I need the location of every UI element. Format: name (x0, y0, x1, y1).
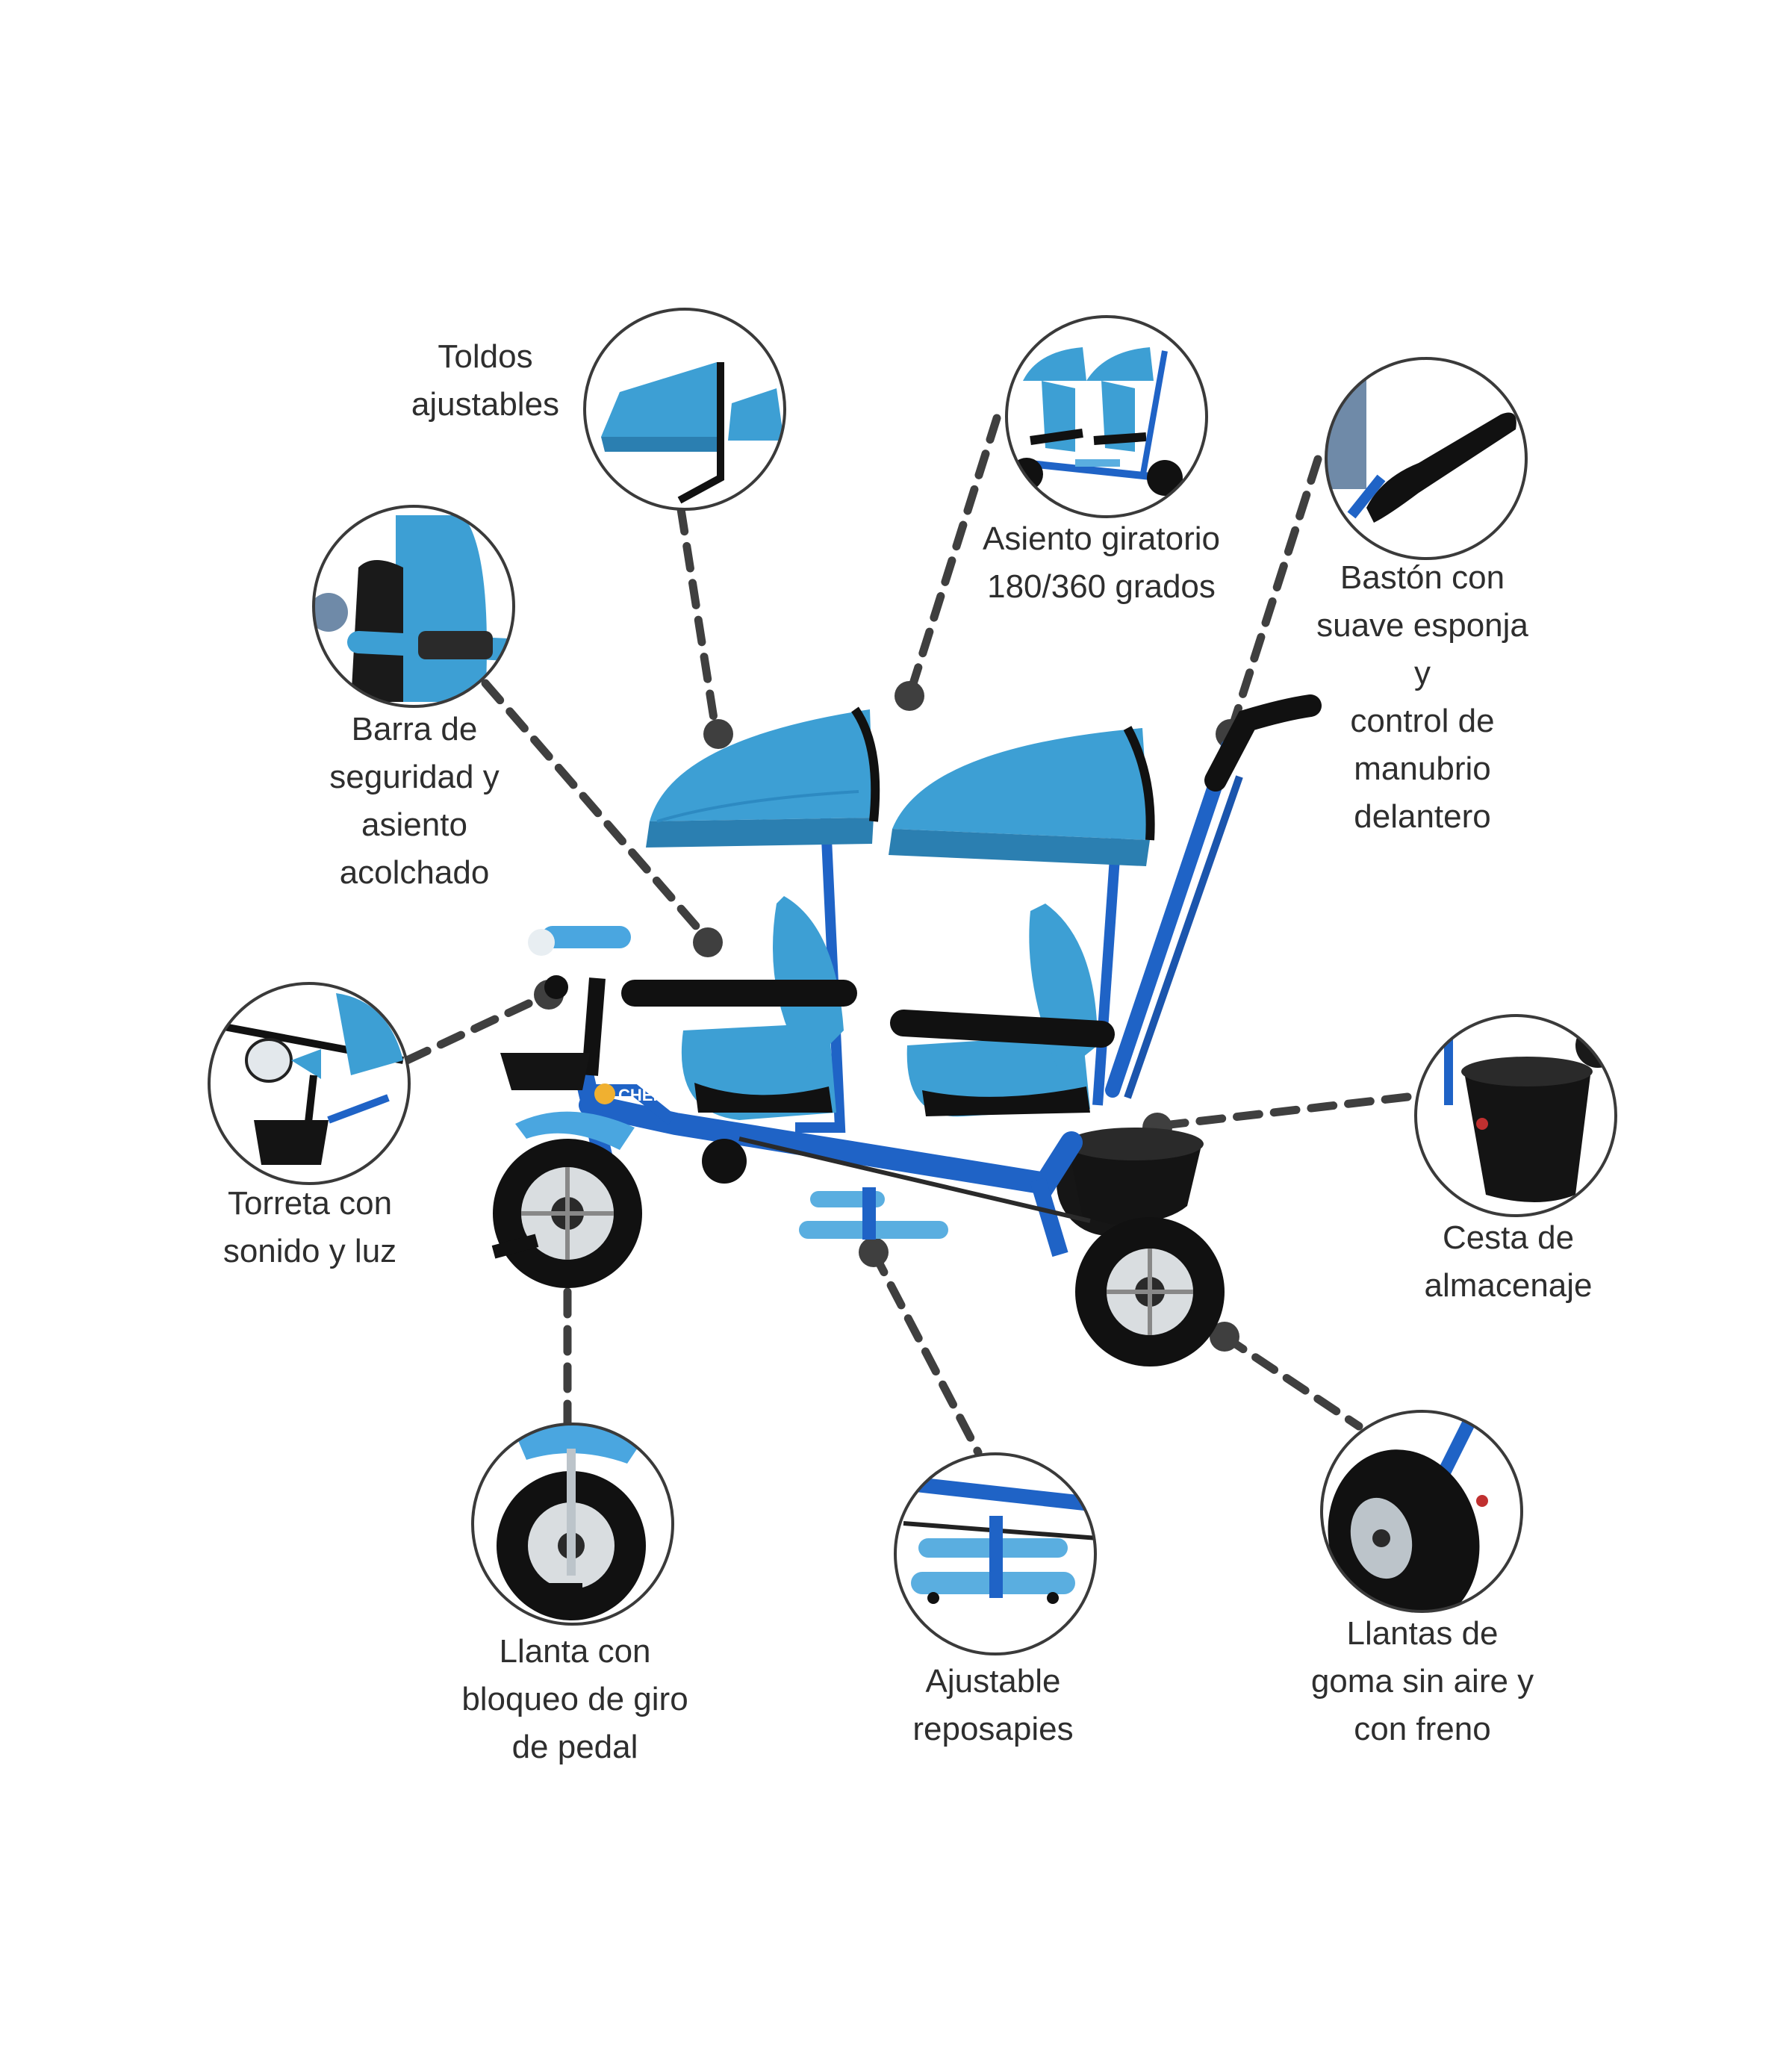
label-asiento-giratorio: Asiento giratorio 180/360 grados (937, 515, 1266, 611)
label-baston: Bastón con suave esponja y control de ma… (1273, 554, 1572, 841)
label-line: con freno (1354, 1711, 1491, 1747)
label-line: sonido y luz (223, 1233, 397, 1269)
label-line: goma sin aire y (1310, 1663, 1534, 1700)
seat1-canopy (650, 709, 874, 821)
rear-basket (1068, 1142, 1202, 1225)
seat2-safety-bar (890, 1010, 1115, 1048)
label-line: control de (1350, 703, 1495, 739)
label-line: de pedal (511, 1729, 638, 1765)
label-line: delantero (1354, 798, 1491, 835)
label-line: suave esponja (1316, 607, 1528, 644)
label-line: y (1414, 655, 1431, 691)
label-line: reposapies (912, 1711, 1074, 1747)
label-torreta: Torreta con sonido y luz (190, 1180, 429, 1275)
label-line: bloqueo de giro (461, 1681, 688, 1717)
push-handle-foam (1204, 694, 1322, 792)
connector-llantas-goma (1220, 1332, 1363, 1431)
front-basket (500, 1053, 590, 1090)
safety-bar-closeup-icon (314, 506, 514, 706)
canopy-closeup-icon (585, 309, 785, 509)
main-tricycle: CHEMI (491, 694, 1322, 1366)
label-cesta: Cesta de almacenaje (1381, 1214, 1635, 1310)
label-line: Llantas de (1346, 1615, 1499, 1652)
label-line: acolchado (339, 854, 490, 891)
label-barra: Barra de seguridad y asiento acolchado (295, 706, 534, 897)
footrest-closeup-icon (895, 1454, 1095, 1654)
basket-closeup-icon (1416, 1016, 1616, 1216)
push-handle-bar (1105, 739, 1236, 1098)
dot-barra (693, 927, 723, 957)
dot-toldos (703, 719, 733, 749)
connector-reposapies (869, 1248, 983, 1457)
label-line: ajustables (411, 386, 560, 423)
label-llanta-bloqueo: Llanta con bloqueo de giro de pedal (418, 1628, 732, 1771)
brand-badge: CHEMI (618, 1086, 671, 1104)
rear-wheel-closeup-icon (1322, 1411, 1522, 1611)
label-toldos: Toldos ajustables (388, 333, 582, 429)
front-fender (515, 1111, 635, 1150)
connector-barra (481, 679, 710, 942)
label-llantas-goma: Llantas de goma sin aire y con freno (1262, 1610, 1583, 1753)
push-handle-closeup-icon (1326, 358, 1526, 559)
front-wheel-closeup-icon (473, 1424, 673, 1624)
swivel-seat-closeup-icon (1007, 317, 1207, 517)
label-line: manubrio (1354, 750, 1491, 787)
light-sound-closeup-icon (209, 983, 409, 1184)
connector-cesta (1153, 1092, 1412, 1131)
connector-asiento (906, 414, 1001, 695)
connector-lines (402, 414, 1412, 1457)
label-line: Torreta con (227, 1185, 393, 1222)
label-line: asiento (361, 806, 467, 843)
main-frame (579, 1094, 1083, 1196)
pedal-left (702, 1139, 747, 1184)
label-reposapies: Ajustable reposapies (866, 1658, 1120, 1753)
label-line: Barra de (351, 711, 478, 747)
dot-llantas-goma (1210, 1322, 1239, 1352)
label-line: Bastón con (1340, 559, 1505, 596)
connector-torreta (402, 993, 546, 1065)
connector-toldos (676, 505, 720, 733)
label-line: Llanta con (499, 1633, 651, 1670)
seat2-canopy (892, 728, 1150, 840)
dot-asiento (895, 681, 924, 711)
dot-reposapies (859, 1237, 889, 1267)
label-line: seguridad y (329, 759, 500, 795)
label-line: almacenaje (1424, 1267, 1593, 1304)
label-line: Asiento giratorio (983, 520, 1220, 557)
connector-baston (1228, 455, 1322, 733)
label-line: Toldos (438, 338, 533, 375)
label-line: Ajustable (925, 1663, 1061, 1700)
label-line: 180/360 grados (987, 568, 1216, 605)
label-line: Cesta de (1442, 1219, 1575, 1256)
